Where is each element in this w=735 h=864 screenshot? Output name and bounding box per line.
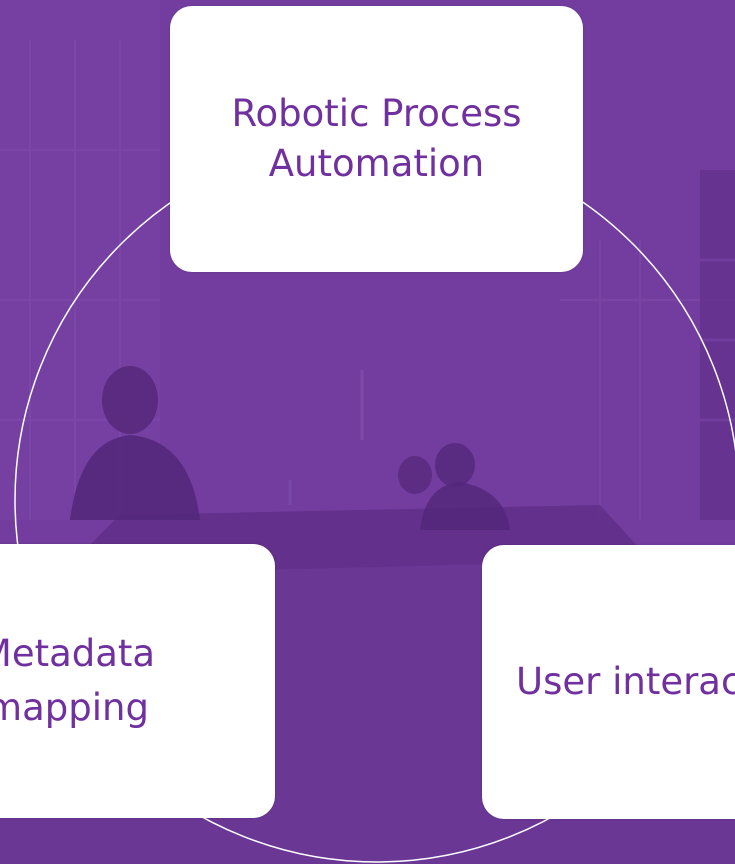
node-label-right: User interaction bbox=[516, 660, 735, 703]
node-label-left: Metadatamapping bbox=[0, 632, 156, 729]
node-user-interaction: User interaction bbox=[482, 545, 735, 819]
node-robotic-process-automation: Robotic Process Automation bbox=[170, 6, 583, 272]
node-metadata-mapping: Metadatamapping bbox=[0, 544, 275, 818]
node-label-top: Robotic Process Automation bbox=[231, 92, 522, 185]
